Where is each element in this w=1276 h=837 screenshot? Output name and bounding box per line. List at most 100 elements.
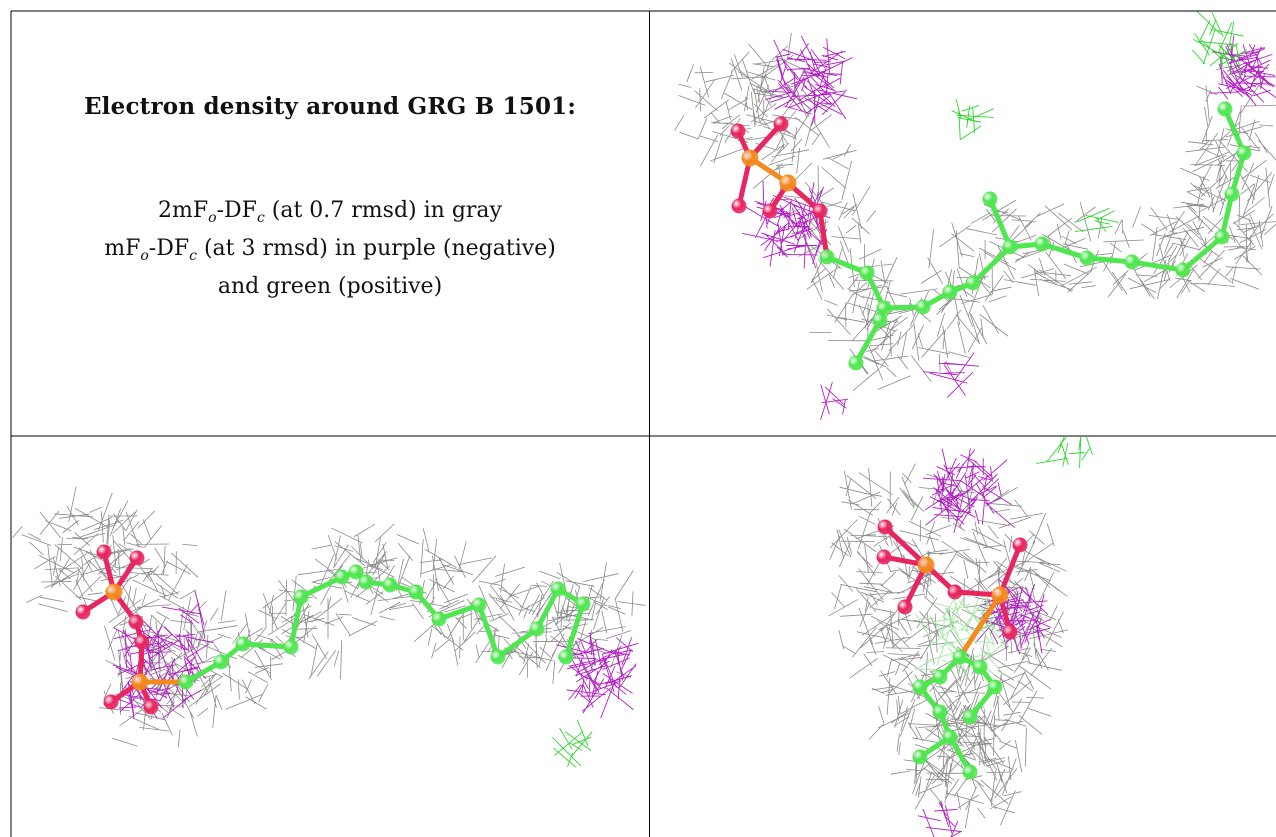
bond [970,244,1013,286]
carbon-atom [550,581,566,597]
carbon-atom [819,249,835,265]
carbon-atom [848,355,864,371]
carbon-atom [1079,250,1095,266]
carbon-atom [235,636,251,652]
carbon-atom [962,709,978,725]
density-mesh-negative [765,35,858,126]
phosphorus-atom [131,673,149,691]
carbon-atom [962,764,978,780]
density-mesh-negative [556,632,639,719]
oxygen-atom [134,634,150,650]
carbon-atom [348,564,364,580]
carbon-atom [178,674,194,690]
bond [1129,259,1186,273]
carbon-atom [1002,239,1018,255]
carbon-atom [876,300,892,316]
carbon-atom [1236,145,1252,161]
carbon-atom [471,597,487,613]
oxygen-atom [877,519,893,535]
carbon-atom [283,639,299,655]
density-mesh-negative [742,180,833,269]
density-mesh-positive [951,98,994,140]
bond [563,601,586,660]
carbon-atom [382,577,398,593]
density-mesh-negative [922,448,1015,534]
bond [1084,255,1135,265]
carbon-atom [575,596,591,612]
bond [1222,106,1247,156]
oxygen-atom [947,584,963,600]
ligand-view-2 [11,437,649,837]
phosphorus-atom [105,583,123,601]
ligand-density-image-1 [674,11,1276,421]
carbon-atom [912,679,928,695]
oxygen-atom [762,203,778,219]
carbon-atom [1124,254,1140,270]
caption-line-positive: and green (positive) [217,274,443,299]
phosphorus-atom [741,149,759,167]
oxygen-atom [103,694,119,710]
oxygen-atom [96,544,112,560]
carbon-atom [942,729,958,745]
density-mesh-negative [161,590,206,639]
carbon-atom [912,749,928,765]
oxygen-atom [129,550,145,566]
carbon-atom [1224,186,1240,202]
carbon-atom [932,704,948,720]
oxygen-atom [75,604,91,620]
bond [882,524,929,568]
caption-body: 2mFo-DFc (at 0.7 rmsd) in gray mFo-DFc (… [104,192,556,306]
carbon-atom [490,649,506,665]
ligand-view-3 [650,437,1276,837]
caption-line-2fofc: 2mFo-DFc (at 0.7 rmsd) in gray [158,198,502,226]
carbon-atom [987,679,1003,695]
carbon-atom [408,584,424,600]
bond [997,542,1023,598]
ligand-density-image-3 [828,437,1093,837]
carbon-atom [982,191,998,207]
oxygen-atom [773,116,789,132]
caption-title: Electron density around GRG B 1501: [83,93,577,120]
carbon-atom [558,649,574,665]
bond [1180,234,1225,273]
density-mesh-positive [1074,207,1119,233]
density-mesh-negative [917,801,962,837]
carbon-atom [358,574,374,590]
bond [817,208,830,260]
carbon-atom [965,275,981,291]
bond [534,586,561,632]
density-mesh-negative [820,382,849,421]
carbon-atom [952,649,968,665]
oxygen-atom [1002,624,1018,640]
bond [476,602,501,660]
ligand-view-1 [650,11,1276,435]
bond [288,594,304,650]
carbon-atom [872,312,888,328]
carbon-atom [334,569,350,585]
oxygen-atom [1012,537,1028,553]
carbon-atom [972,659,988,675]
caption-cell: Electron density around GRG B 1501: 2mFo… [11,11,649,435]
carbon-atom [431,611,447,627]
bond [957,592,1003,660]
carbon-atom [942,284,958,300]
carbon-atom [293,589,309,605]
bond [1039,241,1090,261]
density-mesh-positive [552,719,593,768]
carbon-atom [859,265,875,281]
oxygen-atom [143,699,159,715]
phosphorus-atom [991,586,1009,604]
carbon-atom [1034,236,1050,252]
oxygen-atom [812,203,828,219]
bond [853,317,883,366]
density-mesh-negative [923,352,980,398]
density-mesh-positive [1192,11,1248,78]
oxygen-atom [128,614,144,630]
oxygen-atom [897,599,913,615]
ligand-density-image-2 [12,486,646,768]
carbon-atom [1214,229,1230,245]
bond [987,196,1013,250]
carbon-atom [529,621,545,637]
carbon-atom [932,669,948,685]
